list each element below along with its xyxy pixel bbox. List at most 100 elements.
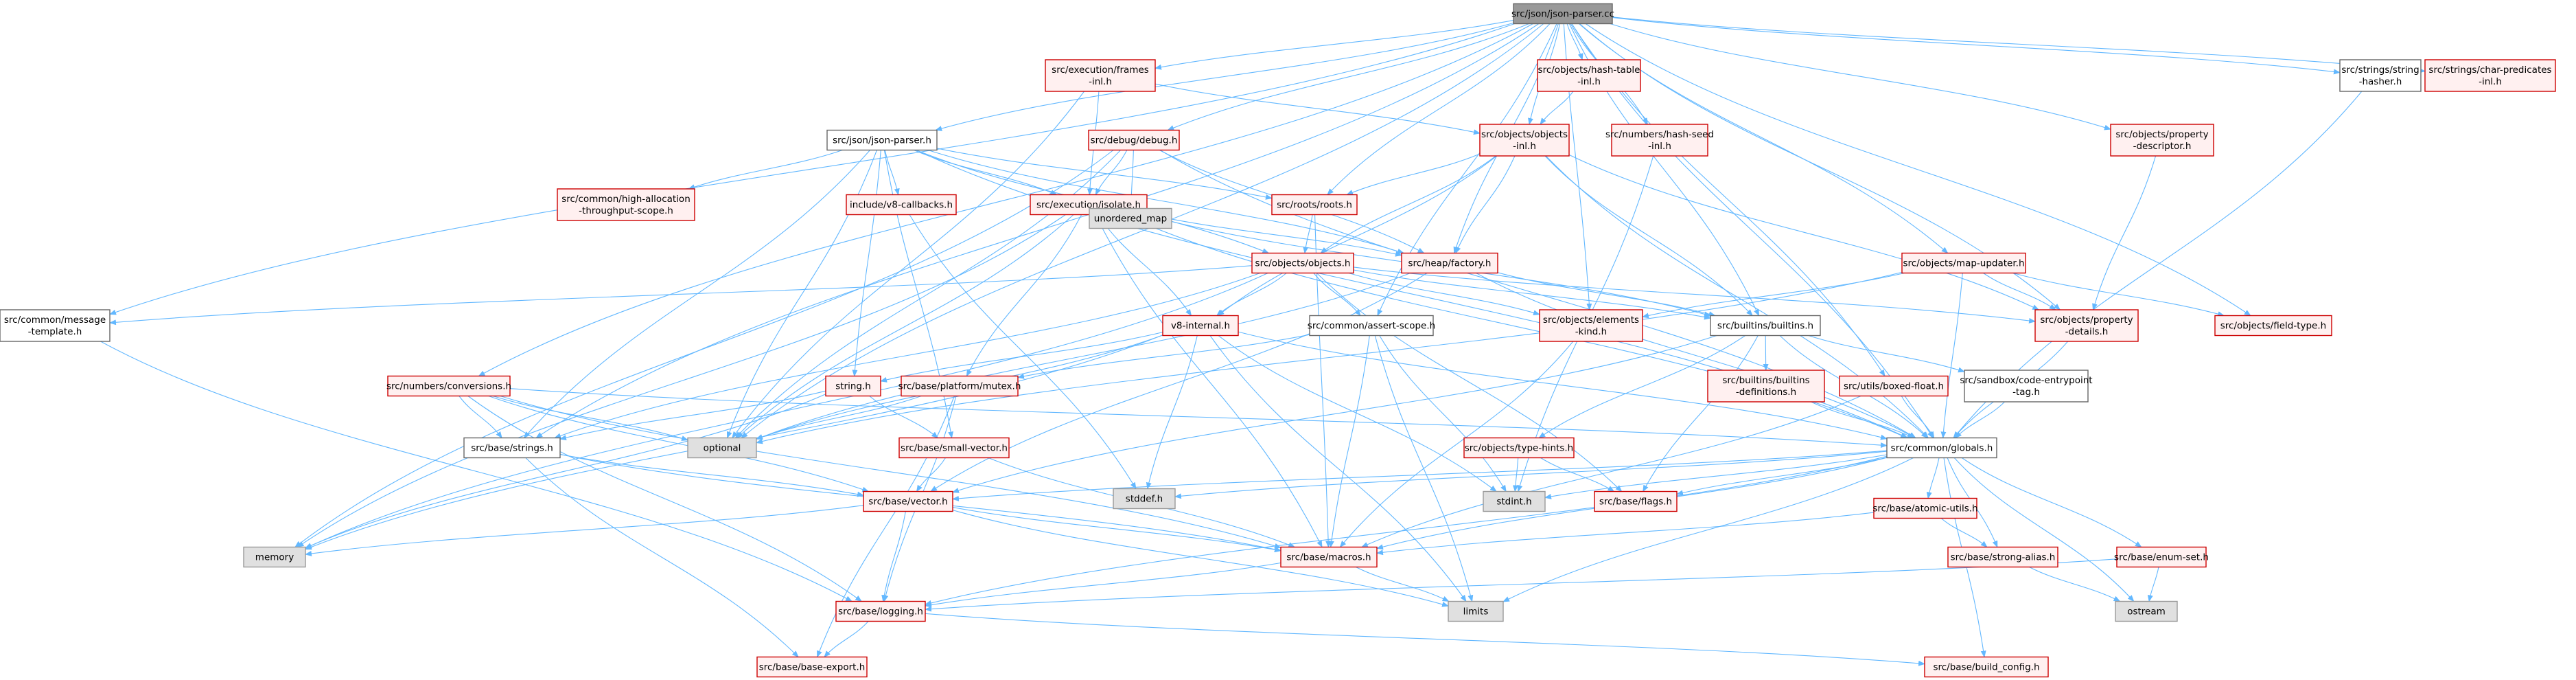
node-box[interactable] — [1611, 124, 1708, 157]
node-char-pred[interactable]: src/strings/char-predicates-inl.h — [2424, 59, 2556, 92]
node-box[interactable] — [1964, 370, 2089, 403]
node-strings-hasher[interactable]: src/strings/string-hasher.h — [2339, 59, 2422, 92]
node-unordered-map[interactable]: unordered_map — [1089, 207, 1172, 229]
node-box[interactable] — [2424, 59, 2556, 92]
node-msg-template[interactable]: src/common/message-template.h — [0, 309, 111, 342]
node-roots[interactable]: src/roots/roots.h — [1271, 194, 1358, 216]
node-platform-mutex[interactable]: src/base/platform/mutex.h — [898, 375, 1021, 397]
node-base-vector[interactable]: src/base/vector.h — [863, 490, 953, 512]
node-limits[interactable]: limits — [1448, 600, 1504, 622]
node-box[interactable] — [1707, 370, 1825, 403]
node-box[interactable] — [2116, 546, 2207, 568]
node-base-flags[interactable]: src/base/flags.h — [1594, 490, 1678, 512]
node-stdint[interactable]: stdint.h — [1483, 490, 1546, 512]
node-builtins[interactable]: src/builtins/builtins.h — [1710, 315, 1821, 337]
node-box[interactable] — [901, 375, 1019, 397]
node-box[interactable] — [835, 600, 926, 622]
node-strong-alias[interactable]: src/base/strong-alias.h — [1947, 546, 2058, 568]
node-box[interactable] — [1089, 207, 1172, 229]
node-hash-table[interactable]: src/objects/hash-table-inl.h — [1537, 59, 1641, 92]
node-box[interactable] — [1537, 59, 1641, 92]
node-box[interactable] — [898, 437, 1010, 459]
node-box[interactable] — [1280, 546, 1378, 568]
node-box[interactable] — [826, 129, 938, 151]
node-box[interactable] — [1839, 375, 1949, 397]
node-box[interactable] — [1886, 437, 1997, 459]
node-box[interactable] — [1483, 490, 1546, 512]
node-box[interactable] — [846, 194, 957, 216]
node-base-export[interactable]: src/base/base-export.h — [756, 656, 868, 678]
node-box[interactable] — [1162, 315, 1239, 337]
node-box[interactable] — [1539, 309, 1643, 342]
node-type-hints[interactable]: src/objects/type-hints.h — [1463, 437, 1575, 459]
node-debug[interactable]: src/debug/debug.h — [1088, 129, 1180, 151]
node-box[interactable] — [1513, 3, 1613, 25]
node-box[interactable] — [1309, 315, 1434, 337]
node-box[interactable] — [1045, 59, 1156, 92]
node-box[interactable] — [1271, 194, 1358, 216]
node-exec-frames[interactable]: src/execution/frames-inl.h — [1045, 59, 1156, 92]
node-box[interactable] — [557, 188, 695, 221]
node-map-updater[interactable]: src/objects/map-updater.h — [1901, 252, 2026, 274]
node-box[interactable] — [1710, 315, 1821, 337]
node-json-parser-h[interactable]: src/json/json-parser.h — [826, 129, 938, 151]
node-box[interactable] — [863, 490, 953, 512]
node-box[interactable] — [1113, 488, 1176, 510]
node-optional[interactable]: optional — [687, 437, 757, 459]
node-label: optional — [704, 443, 741, 454]
node-box[interactable] — [2214, 315, 2332, 337]
node-box[interactable] — [1401, 252, 1498, 274]
node-box[interactable] — [2115, 600, 2178, 622]
node-elements-kind[interactable]: src/objects/elements-kind.h — [1539, 309, 1643, 342]
node-root[interactable]: src/json/json-parser.cc — [1511, 3, 1614, 25]
node-box[interactable] — [825, 375, 881, 397]
node-field-type[interactable]: src/objects/field-type.h — [2214, 315, 2332, 337]
node-box[interactable] — [2110, 124, 2214, 157]
node-base-strings[interactable]: src/base/strings.h — [463, 437, 561, 459]
node-box[interactable] — [387, 375, 511, 397]
node-base-logging[interactable]: src/base/logging.h — [835, 600, 926, 622]
node-box[interactable] — [2034, 309, 2139, 342]
node-box[interactable] — [1479, 124, 1570, 157]
node-enum-set[interactable]: src/base/enum-set.h — [2114, 546, 2209, 568]
node-box[interactable] — [1873, 497, 1977, 519]
edge-objects-h-to-memory — [305, 273, 1268, 549]
node-hash-seed[interactable]: src/numbers/hash-seed-inl.h — [1605, 124, 1714, 157]
node-ostream[interactable]: ostream — [2115, 600, 2178, 622]
node-boxed-float[interactable]: src/utils/boxed-float.h — [1839, 375, 1949, 397]
node-box[interactable] — [1924, 656, 2049, 678]
node-memory[interactable]: memory — [243, 546, 306, 568]
node-box[interactable] — [1463, 437, 1575, 459]
node-box[interactable] — [687, 437, 757, 459]
node-string-h[interactable]: string.h — [825, 375, 881, 397]
node-objects-h[interactable]: src/objects/objects.h — [1251, 252, 1354, 274]
node-v8-callbacks[interactable]: include/v8-callbacks.h — [846, 194, 957, 216]
node-assert-scope[interactable]: src/common/assert-scope.h — [1308, 315, 1435, 337]
node-box[interactable] — [2339, 59, 2422, 92]
node-box[interactable] — [756, 656, 868, 678]
node-box[interactable] — [1088, 129, 1180, 151]
node-box[interactable] — [0, 309, 111, 342]
node-v8-internal[interactable]: v8-internal.h — [1162, 315, 1239, 337]
node-box[interactable] — [463, 437, 561, 459]
node-box[interactable] — [1448, 600, 1504, 622]
node-factory[interactable]: src/heap/factory.h — [1401, 252, 1498, 274]
node-builtins-def[interactable]: src/builtins/builtins-definitions.h — [1707, 370, 1825, 403]
node-box[interactable] — [243, 546, 306, 568]
node-small-vector[interactable]: src/base/small-vector.h — [898, 437, 1010, 459]
node-conversions[interactable]: src/numbers/conversions.h — [386, 375, 511, 397]
node-globals[interactable]: src/common/globals.h — [1886, 437, 1997, 459]
node-high-alloc[interactable]: src/common/high-allocation-throughput-sc… — [557, 188, 695, 221]
node-atomic-utils[interactable]: src/base/atomic-utils.h — [1872, 497, 1978, 519]
node-box[interactable] — [1251, 252, 1354, 274]
node-prop-desc[interactable]: src/objects/property-descriptor.h — [2110, 124, 2214, 157]
node-stddef[interactable]: stddef.h — [1113, 488, 1176, 510]
node-box[interactable] — [1901, 252, 2026, 274]
node-box[interactable] — [1947, 546, 2058, 568]
node-build-config[interactable]: src/base/build_config.h — [1924, 656, 2049, 678]
node-box[interactable] — [1594, 490, 1678, 512]
node-prop-details[interactable]: src/objects/property-details.h — [2034, 309, 2139, 342]
node-base-macros[interactable]: src/base/macros.h — [1280, 546, 1378, 568]
node-code-entrypoint[interactable]: src/sandbox/code-entrypoint-tag.h — [1960, 370, 2093, 403]
node-objects-inl[interactable]: src/objects/objects-inl.h — [1479, 124, 1570, 157]
